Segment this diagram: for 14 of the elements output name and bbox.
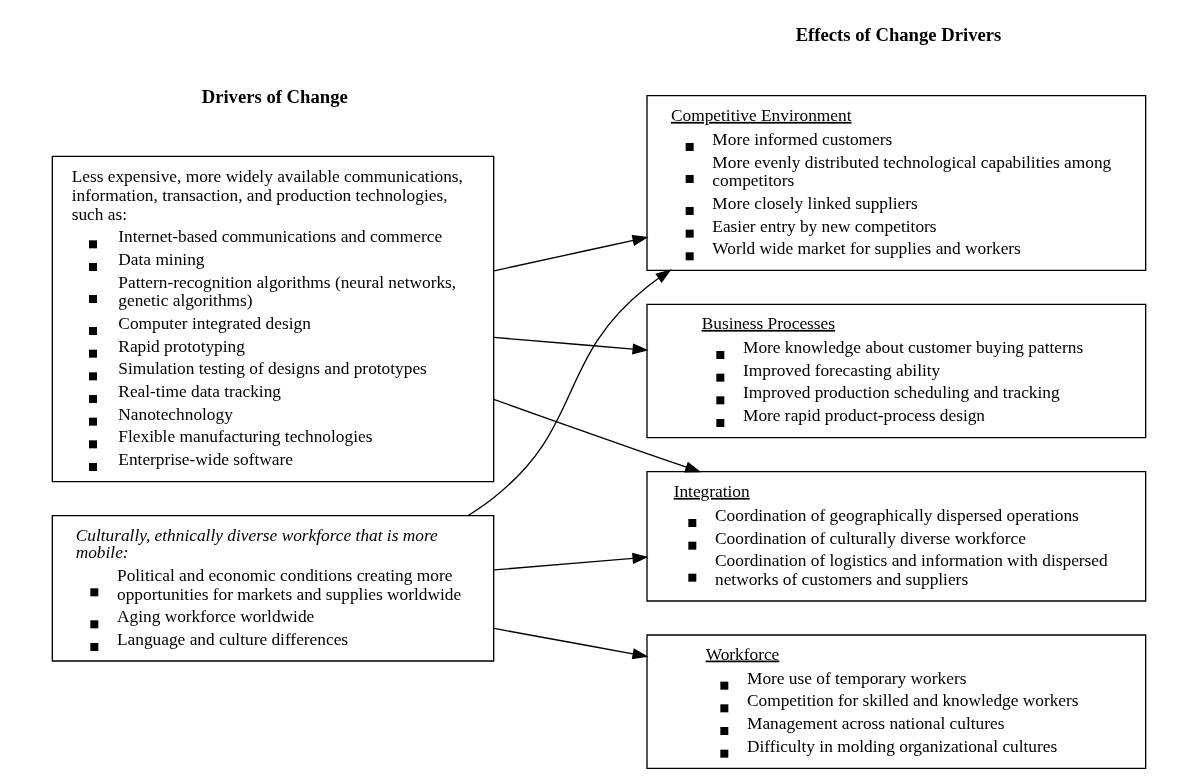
arrow — [467, 269, 672, 517]
label: Drivers of Change — [201, 85, 348, 107]
node-box: Workforce More use of temporary workers Competition for skilled and knowledge workers Management across national cultures Difficulty in molding organizational cultures — [646, 634, 1147, 769]
arrow — [493, 336, 649, 355]
node-box: Less expensive, more widely available communications, information, transaction, and production technologies, such as: Internet-based communications and commerce Data mining Pattern-recognition algorithms (neural networks, genetic algorithms) Computer integrated design Rapid prototyping Simulation testing of designs and prototypes Real-time data tracking Nanotechnology Flexible manufacturing technologies Enterprise-wide software — [51, 155, 495, 483]
arrow — [493, 552, 649, 571]
arrow — [493, 234, 649, 272]
label: Effects of Change Drivers — [795, 24, 1002, 46]
node-box: Business Processes More knowledge about customer buying patterns Improved forecasting ability Improved production scheduling and tracking More rapid product-process design — [646, 303, 1147, 439]
node-box: Integration Coordination of geographically dispersed operations Coordination of culturally diverse workforce Coordination of logistics and information with dispersed networks of customers and suppliers — [646, 471, 1147, 602]
arrow — [493, 627, 649, 660]
node-box: Culturally, ethnically diverse workforce that is more mobile: Political and economic conditions creating more opportunities for markets and supplies worldwide Aging workforce worldwide Language and culture differences — [51, 515, 495, 662]
node-box: Competitive Environment More informed customers More evenly distributed technological capabilities among competitors More closely linked suppliers Easier entry by new competitors World wide market for supplies and workers — [646, 95, 1147, 271]
arrow — [493, 398, 702, 473]
